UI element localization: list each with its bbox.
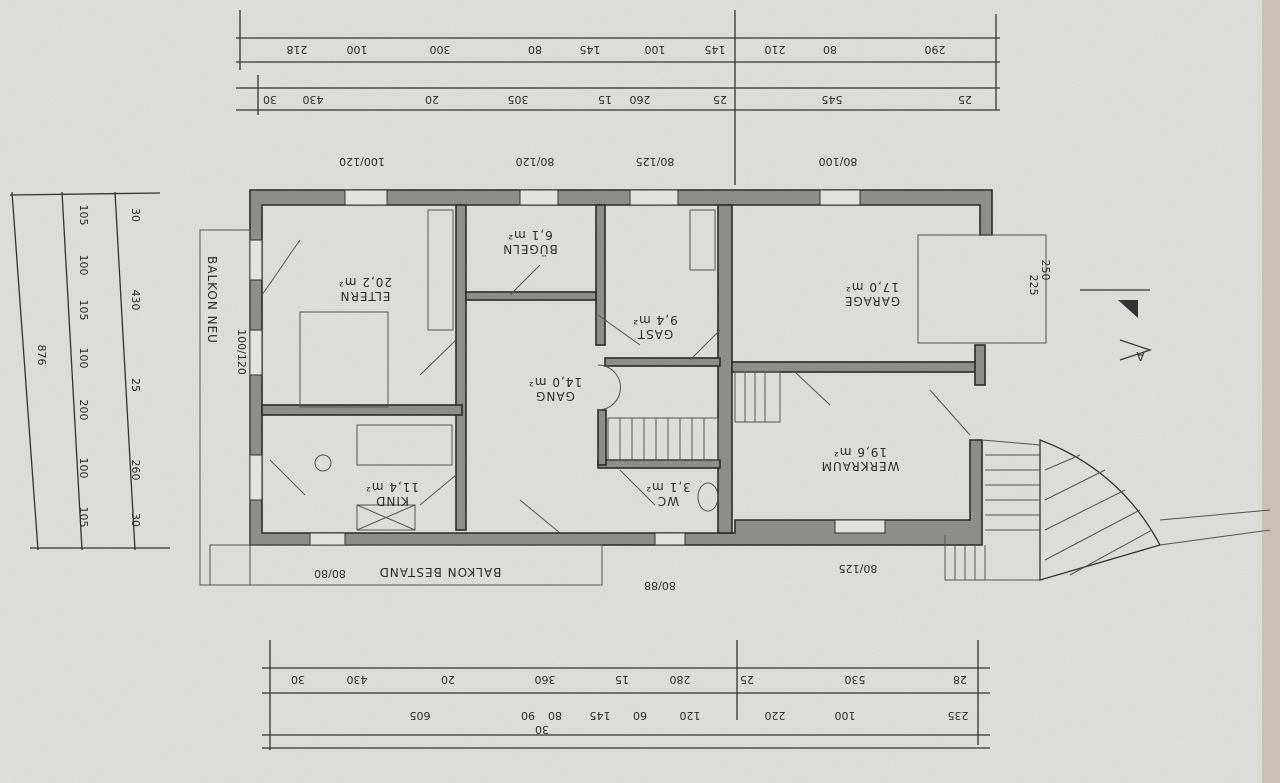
doors-and-furniture (199, 209, 1047, 586)
window-size-tag: 80/125 (839, 562, 878, 575)
window-size-tag: 100/120 (235, 329, 248, 375)
room-area: 14,0 m² (528, 375, 582, 389)
section-marker (1080, 289, 1153, 361)
dimension-label: 105 (77, 507, 90, 528)
room-name-bügeln: BÜGELN (502, 242, 558, 258)
dimension-label: 15 (598, 93, 612, 106)
dimension-label: 260 (630, 93, 651, 106)
room-area: 3,1 m² (645, 480, 690, 494)
windows (249, 189, 886, 546)
dimension-label: 100 (77, 348, 90, 369)
dimension-label: 430 (347, 673, 368, 686)
dimension-label: 20 (441, 673, 455, 686)
room-name-gast: GAST (637, 327, 673, 341)
dimension-label: 290 (925, 43, 946, 56)
room-area: 20,2 m² (338, 275, 392, 289)
dimension-label: 30 (291, 673, 305, 686)
balcony-existing-label: BALKON BESTAND (379, 565, 502, 579)
window-size-tag: 80/100 (819, 155, 858, 168)
dimension-label: 80 (548, 709, 562, 722)
garage-extension-width: 225 (1027, 275, 1040, 296)
dimension-label: 20 (425, 93, 439, 106)
room-area: 6,1 m² (507, 228, 552, 242)
dimension-label: 220 (765, 709, 786, 722)
dimension-label: 100 (835, 709, 856, 722)
room-area: 9,4 m² (632, 313, 677, 327)
window-size-tag: 80/125 (636, 155, 675, 168)
left-dimension-lines (9, 191, 170, 551)
dimension-label: 300 (430, 43, 451, 56)
dimension-label: 15 (615, 673, 629, 686)
room-name-werkraum: WERKRAUM (821, 459, 900, 473)
dimension-label: 25 (958, 93, 972, 106)
right-edge-background (1262, 0, 1280, 783)
balcony-new-label: BALKON NEU (205, 256, 219, 344)
dimension-label: 100 (77, 255, 90, 276)
dimension-label: 25 (713, 93, 727, 106)
window-size-tag: 100/120 (339, 155, 385, 168)
dimension-label: 60 (633, 709, 647, 722)
dimension-label: 145 (580, 43, 601, 56)
room-area: 19,6 m² (833, 445, 887, 459)
slope-hatching (1039, 439, 1271, 581)
room-area: 11,4 m² (365, 480, 419, 494)
dimension-label: 605 (410, 709, 431, 722)
dimension-label: 430 (129, 290, 142, 311)
dimension-label: 876 (35, 345, 48, 366)
dimension-label: 25 (740, 673, 754, 686)
dimension-label: 100 (77, 458, 90, 479)
dimension-label: 80 (528, 43, 542, 56)
dimension-label: 80 (823, 43, 837, 56)
room-name-kind: KIND (375, 494, 409, 508)
room-name-eltern: ELTERN (340, 289, 391, 303)
dimension-label: 145 (705, 43, 726, 56)
dimension-label: 28 (953, 673, 967, 686)
window-size-tag: 80/88 (644, 579, 676, 592)
dimension-label: 210 (765, 43, 786, 56)
window-size-tag: 80/80 (314, 567, 346, 580)
dimension-label: 105 (77, 205, 90, 226)
dimension-label: 218 (287, 43, 308, 56)
dimension-label: 305 (508, 93, 529, 106)
dimension-label: 100 (347, 43, 368, 56)
dimension-label: 100 (645, 43, 666, 56)
dimension-label: 200 (77, 400, 90, 421)
dimension-label: 90 (521, 709, 535, 722)
dimension-label: 145 (590, 709, 611, 722)
dimension-label: 430 (303, 93, 324, 106)
window-size-tag: 80/120 (516, 155, 555, 168)
dimension-label: 30 (129, 513, 142, 527)
dimension-label: 545 (822, 93, 843, 106)
bottom-dimension-lines (262, 640, 990, 750)
dimension-label: 280 (670, 673, 691, 686)
dimension-label: 235 (948, 709, 969, 722)
room-name-garage: GARAGE (844, 294, 900, 308)
dimension-label: 30 (129, 208, 142, 222)
section-marker-label: A (1135, 349, 1144, 363)
dimension-label: 30 (535, 723, 549, 736)
garage-extension-depth: 250 (1039, 260, 1052, 281)
dimension-label: 120 (680, 709, 701, 722)
dimension-label: 260 (129, 460, 142, 481)
room-name-gang: GANG (535, 389, 575, 403)
dimension-label: 30 (263, 93, 277, 106)
dimension-label: 360 (535, 673, 556, 686)
dimension-label: 25 (129, 378, 142, 392)
room-area: 17,0 m² (845, 280, 899, 294)
top-dimension-lines (236, 10, 1000, 185)
room-name-wc: WC (657, 494, 679, 508)
dimension-label: 530 (845, 673, 866, 686)
dimension-label: 105 (77, 300, 90, 321)
